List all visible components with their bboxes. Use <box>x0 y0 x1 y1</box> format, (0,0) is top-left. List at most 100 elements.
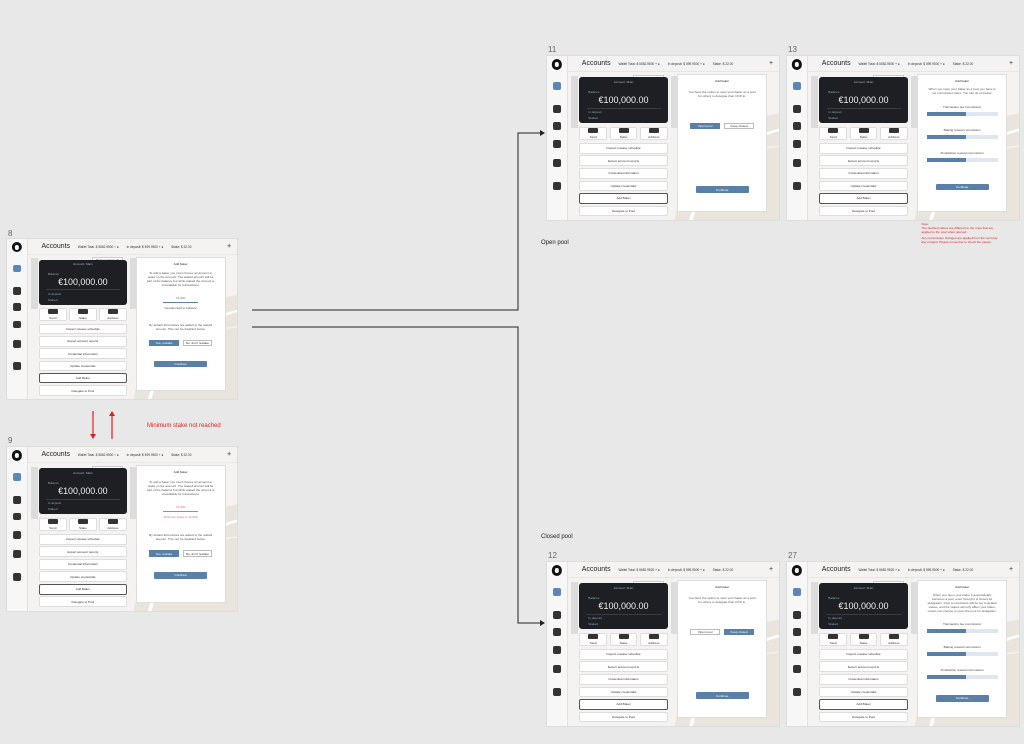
import-icon[interactable] <box>12 550 21 559</box>
send-button[interactable]: Send <box>819 632 848 646</box>
address-button[interactable]: Address <box>880 632 908 646</box>
accounts-icon[interactable] <box>552 82 561 91</box>
send-button[interactable]: Send <box>39 307 67 321</box>
tx-fee-slider[interactable] <box>926 628 998 633</box>
send-button[interactable]: Send <box>579 126 608 140</box>
menu-item[interactable]: Credential information <box>39 348 127 359</box>
stake-button[interactable]: Stake <box>69 517 97 531</box>
menu-item[interactable]: Inspect release schedule <box>579 142 668 154</box>
baking-reward-slider[interactable] <box>926 651 998 656</box>
address-button[interactable]: Address <box>640 126 668 140</box>
continue-button[interactable]: Continue <box>695 692 749 700</box>
continue-button[interactable]: Continue <box>154 571 207 579</box>
menu-item[interactable]: Update credentials <box>819 180 908 192</box>
stake-amount-input[interactable]: 15,000 <box>163 296 199 303</box>
address-book-icon[interactable] <box>792 105 801 114</box>
yes-restake-button[interactable]: Yes, restake <box>149 550 179 557</box>
menu-item[interactable]: Export account reports <box>819 155 908 167</box>
accounts-icon[interactable] <box>792 588 801 597</box>
menu-item[interactable]: Delegate to Pool <box>819 711 908 723</box>
export-icon[interactable] <box>552 645 561 654</box>
finalization-reward-slider[interactable] <box>926 157 998 162</box>
menu-item[interactable]: Export account reports <box>579 661 668 673</box>
send-button[interactable]: Send <box>819 126 848 140</box>
finalization-reward-slider[interactable] <box>926 674 998 679</box>
menu-item[interactable]: Add Baker <box>39 583 127 595</box>
stake-button[interactable]: Stake <box>849 126 878 140</box>
export-icon[interactable] <box>12 530 21 539</box>
import-icon[interactable] <box>552 665 561 674</box>
export-icon[interactable] <box>792 139 801 148</box>
import-icon[interactable] <box>12 339 21 348</box>
send-button[interactable]: Send <box>39 517 67 531</box>
id-icon[interactable] <box>12 512 21 521</box>
id-icon[interactable] <box>12 303 21 311</box>
stake-button[interactable]: Stake <box>609 632 638 646</box>
accounts-icon[interactable] <box>792 82 801 91</box>
stake-button[interactable]: Stake <box>849 632 878 646</box>
id-icon[interactable] <box>792 121 801 130</box>
add-account-button[interactable]: + <box>769 60 774 68</box>
menu-item[interactable]: Inspect release schedule <box>819 142 908 154</box>
continue-button[interactable]: Continue <box>154 360 207 368</box>
menu-item[interactable]: Update credentials <box>39 360 127 372</box>
address-button[interactable]: Address <box>640 632 668 646</box>
settings-icon[interactable] <box>552 182 561 191</box>
menu-item[interactable]: Credential information <box>819 167 908 179</box>
menu-item[interactable]: Add Baker <box>39 373 127 384</box>
menu-item[interactable]: Delegate to Pool <box>39 385 127 396</box>
id-icon[interactable] <box>552 627 561 636</box>
baking-reward-slider[interactable] <box>926 134 998 139</box>
menu-item[interactable]: Delegate to Pool <box>39 596 127 608</box>
add-account-button[interactable]: + <box>1009 566 1014 574</box>
yes-restake-button[interactable]: Yes, restake <box>149 339 179 347</box>
open-pool-button[interactable]: Open pool <box>690 628 721 636</box>
menu-item[interactable]: Delegate to Pool <box>579 205 668 217</box>
stake-button[interactable]: Stake <box>609 126 638 140</box>
accounts-icon[interactable] <box>12 264 21 273</box>
address-book-icon[interactable] <box>792 611 801 620</box>
accounts-icon[interactable] <box>552 588 561 597</box>
settings-icon[interactable] <box>792 182 801 191</box>
address-book-icon[interactable] <box>552 611 561 620</box>
address-book-icon[interactable] <box>12 496 21 505</box>
menu-item[interactable]: Add Baker <box>579 193 668 204</box>
continue-button[interactable]: Continue <box>935 183 989 191</box>
continue-button[interactable]: Continue <box>695 186 749 194</box>
no-restake-button[interactable]: No, don't restake <box>182 339 213 347</box>
menu-item[interactable]: Inspect release schedule <box>39 323 127 335</box>
menu-item[interactable]: Credential information <box>819 673 908 685</box>
menu-item[interactable]: Update credentials <box>819 686 908 698</box>
menu-item[interactable]: Update credentials <box>39 571 127 583</box>
address-button[interactable]: Address <box>880 126 908 140</box>
menu-item[interactable]: Add Baker <box>819 193 908 204</box>
keep-closed-button[interactable]: Keep closed <box>724 628 755 636</box>
settings-icon[interactable] <box>792 688 801 697</box>
accounts-icon[interactable] <box>12 473 21 482</box>
id-icon[interactable] <box>552 121 561 130</box>
address-book-icon[interactable] <box>552 105 561 114</box>
id-icon[interactable] <box>792 627 801 636</box>
stake-button[interactable]: Stake <box>69 307 97 321</box>
menu-item[interactable]: Export account reports <box>819 661 908 673</box>
menu-item[interactable]: Add Baker <box>579 699 668 710</box>
export-icon[interactable] <box>792 645 801 654</box>
add-account-button[interactable]: + <box>227 451 232 459</box>
import-icon[interactable] <box>792 665 801 674</box>
send-button[interactable]: Send <box>579 632 608 646</box>
settings-icon[interactable] <box>552 688 561 697</box>
add-account-button[interactable]: + <box>1009 60 1014 68</box>
menu-item[interactable]: Delegate to Pool <box>819 205 908 217</box>
menu-item[interactable]: Credential information <box>579 167 668 179</box>
address-book-icon[interactable] <box>12 287 21 295</box>
menu-item[interactable]: Inspect release schedule <box>579 648 668 660</box>
add-account-button[interactable]: + <box>769 566 774 574</box>
no-restake-button[interactable]: No, don't restake <box>182 550 213 557</box>
menu-item[interactable]: Credential information <box>579 673 668 685</box>
menu-item[interactable]: Export account reports <box>39 546 127 558</box>
